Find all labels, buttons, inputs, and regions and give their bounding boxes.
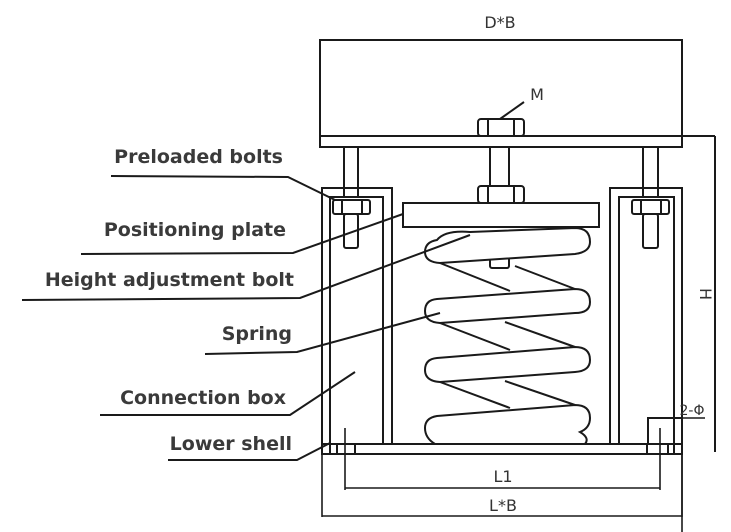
dimension-lines — [321, 417, 705, 532]
dim-hole-spec: 2-Φ — [680, 403, 705, 419]
dim-base-width: L*B — [489, 496, 517, 515]
label-positioning-plate: Positioning plate — [104, 219, 286, 241]
label-preloaded-bolts: Preloaded bolts — [114, 146, 283, 168]
label-height-adjustment-bolt: Height adjustment bolt — [45, 269, 294, 291]
left-connection-box — [321, 147, 393, 444]
spring — [423, 226, 592, 445]
dim-height: H — [696, 288, 715, 300]
leader-lines — [21, 175, 471, 461]
dim-bolt-m: M — [530, 85, 544, 104]
dim-top-width: D*B — [484, 13, 515, 32]
dim-hole-spacing: L1 — [493, 467, 512, 486]
top-nut — [477, 101, 525, 137]
label-lower-shell: Lower shell — [170, 433, 292, 455]
label-connection-box: Connection box — [120, 387, 286, 409]
right-connection-box — [609, 147, 683, 444]
positioning-plate — [402, 202, 600, 228]
label-spring: Spring — [222, 323, 292, 345]
